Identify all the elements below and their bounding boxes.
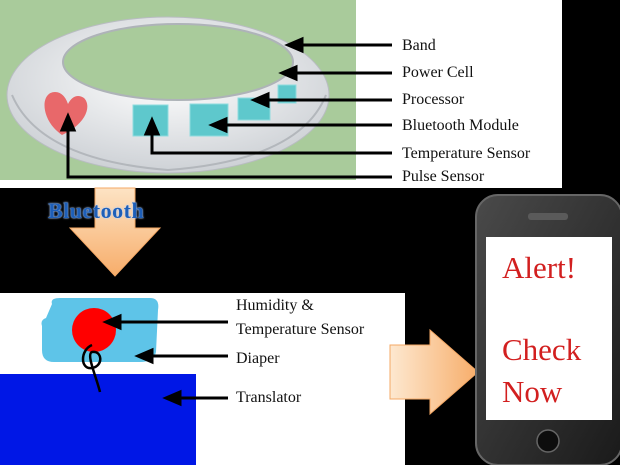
phone-alert-text: Alert! — [502, 250, 577, 285]
label-humidity-line1: Humidity & — [236, 297, 314, 314]
humidity-sensor-dot — [72, 308, 116, 352]
label-band: Band — [402, 37, 436, 54]
label-bluetooth-module: Bluetooth Module — [402, 117, 519, 134]
smartphone — [475, 194, 620, 465]
right-arrow — [389, 328, 479, 416]
label-power-cell: Power Cell — [402, 64, 474, 81]
band-ring — [6, 16, 330, 174]
band-callouts — [59, 36, 392, 179]
phone-check-text: Check — [502, 332, 582, 367]
sensor-wire — [81, 343, 102, 393]
phone-now-text: Now — [502, 374, 563, 409]
label-translator: Translator — [236, 389, 302, 406]
label-processor: Processor — [402, 91, 465, 108]
bluetooth-connection-label: Bluetooth — [48, 198, 145, 223]
label-diaper: Diaper — [236, 350, 280, 367]
label-pulse-sensor: Pulse Sensor — [402, 168, 485, 185]
label-humidity-line2: Temperature Sensor — [236, 321, 365, 338]
diaper-callouts — [102, 313, 228, 407]
label-temperature-sensor: Temperature Sensor — [402, 145, 531, 162]
pulse-sensor-heart — [44, 92, 88, 135]
down-arrow — [68, 187, 162, 277]
